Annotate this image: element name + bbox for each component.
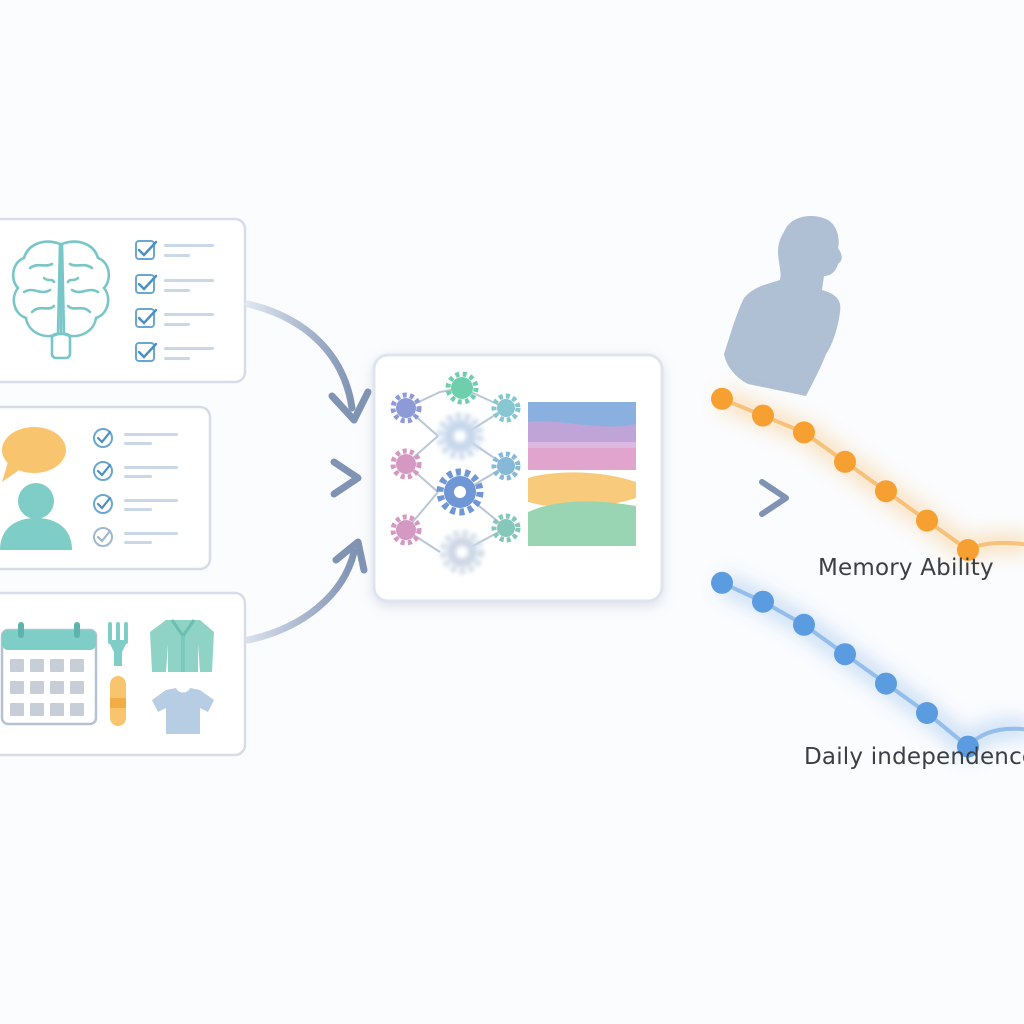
checkbox-icon [135, 308, 214, 328]
arrow-icon [244, 300, 372, 424]
checklist [135, 240, 214, 362]
gear-icon [445, 371, 479, 405]
gear-icon [390, 514, 422, 546]
person-silhouette-icon [724, 216, 842, 396]
person-icon [0, 483, 72, 550]
memory-ability-point [957, 539, 979, 561]
checkbox-icon [93, 527, 178, 547]
gear-icon [491, 513, 521, 543]
gear-icon [491, 393, 521, 423]
bottle-icon [110, 676, 126, 726]
checkbox-icon [93, 428, 178, 448]
arrow-icon [210, 458, 362, 498]
daily-independence-label: Daily independence [804, 744, 1024, 770]
daily-independence-point [752, 590, 774, 613]
daily-independence-point [957, 735, 979, 758]
daily-independence-point [834, 643, 856, 666]
memory-ability-point [752, 404, 774, 427]
daily-independence-point [916, 702, 938, 724]
memory-ability-curve [711, 387, 1024, 563]
daily-activities-panel [0, 591, 247, 757]
daily-independence-curve [711, 571, 1024, 762]
gear-icon [390, 392, 422, 424]
checklist [93, 428, 178, 547]
memory-ability-label: Memory Ability [818, 555, 994, 581]
output-bands [528, 402, 636, 546]
decline-curves [711, 387, 1024, 762]
checkbox-icon [135, 342, 214, 362]
input-arrows [210, 300, 372, 644]
checkbox-icon [135, 274, 214, 294]
gear-icon [436, 412, 484, 460]
memory-ability-point [793, 421, 815, 444]
brain-icon [11, 240, 111, 360]
checkbox-icon [135, 240, 214, 260]
memory-ability-point [834, 450, 856, 473]
checkbox-icon [93, 461, 178, 481]
checkbox-icon [93, 494, 178, 514]
daily-independence-point [793, 613, 815, 636]
shirt-icon [152, 688, 214, 734]
gear-icon [440, 530, 484, 574]
calendar-icon [0, 622, 98, 726]
daily-independence-point [711, 571, 733, 594]
memory-ability-point [916, 509, 938, 532]
brain-assessment-panel [0, 217, 247, 384]
gear-icon [436, 468, 484, 516]
memory-ability-point [875, 480, 897, 503]
arrow-icon [244, 538, 368, 644]
gear-icon [491, 451, 521, 481]
processing-model-panel [372, 353, 664, 603]
speech-bubble-icon [2, 427, 66, 482]
coat-icon [150, 619, 214, 672]
arrow-icon [663, 479, 789, 517]
gear-icon [390, 448, 422, 480]
patient-interview-panel [0, 405, 212, 571]
memory-ability-point [711, 387, 733, 410]
daily-independence-point [875, 672, 897, 695]
fork-icon [108, 622, 128, 666]
